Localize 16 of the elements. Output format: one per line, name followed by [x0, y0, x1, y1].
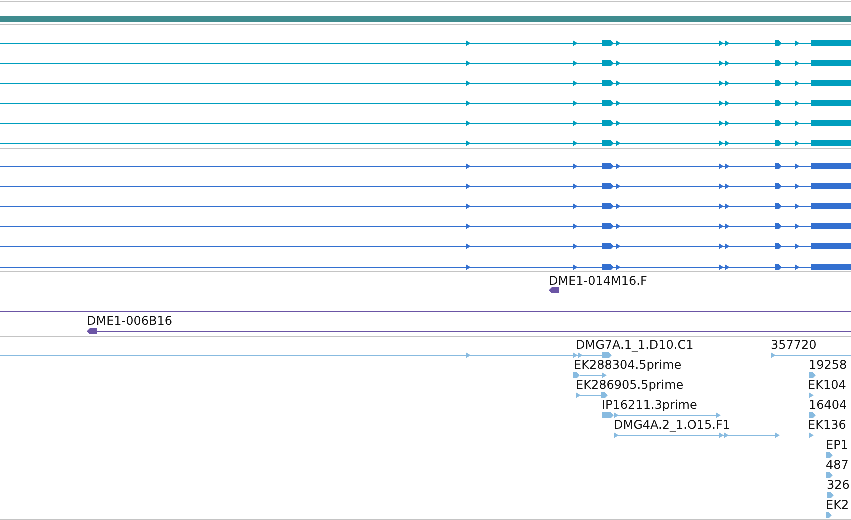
feature-label: EK136: [808, 419, 846, 431]
feature-label: 326: [827, 479, 850, 491]
feature-label: DMG4A.2_1.O15.F1: [614, 419, 730, 431]
feature-label: 487: [826, 459, 849, 471]
feature-label: 16404: [809, 399, 848, 411]
feature-label: DMG7A.1_1.D10.C1: [576, 339, 694, 351]
feature-label: 19258: [809, 359, 848, 371]
feature-label: DME1-014M16.F: [549, 275, 648, 287]
feature-label: EK2: [826, 499, 850, 511]
feature-label: EK288304.5prime: [574, 359, 682, 371]
feature-label: EK286905.5prime: [576, 379, 684, 391]
feature-label: EP1: [826, 439, 848, 451]
feature-label: EK104: [808, 379, 846, 391]
feature-label: 357720: [771, 339, 817, 351]
feature-label: DME1-006B16: [87, 315, 173, 327]
feature-label: IP16211.3prime: [602, 399, 698, 411]
